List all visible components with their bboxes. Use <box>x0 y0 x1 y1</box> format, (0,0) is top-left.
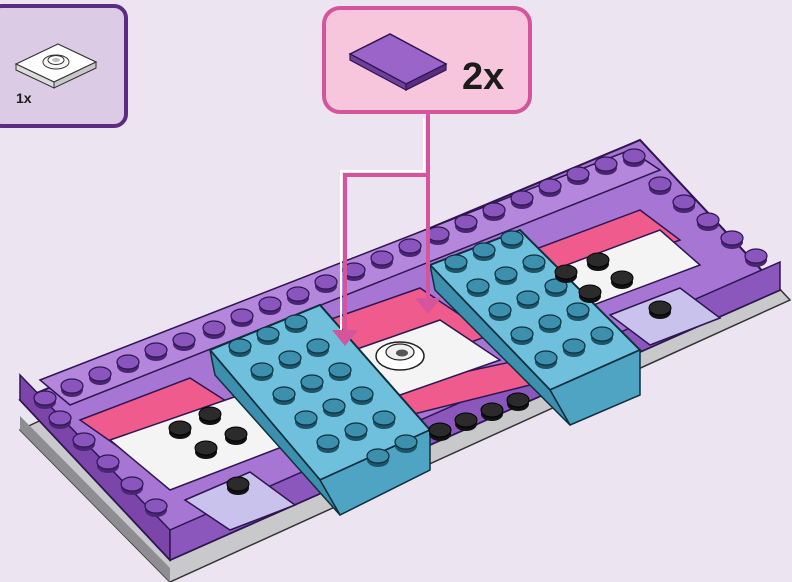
white-round-tile-plate-icon <box>10 36 100 92</box>
purple-tile-icon <box>342 22 452 92</box>
inset-quantity: 1x <box>16 90 32 106</box>
callout-quantity: 2x <box>462 56 504 99</box>
stud-on-translucent-left <box>227 477 249 495</box>
white-round-plate <box>376 342 424 370</box>
stud-on-translucent-right <box>649 301 671 319</box>
